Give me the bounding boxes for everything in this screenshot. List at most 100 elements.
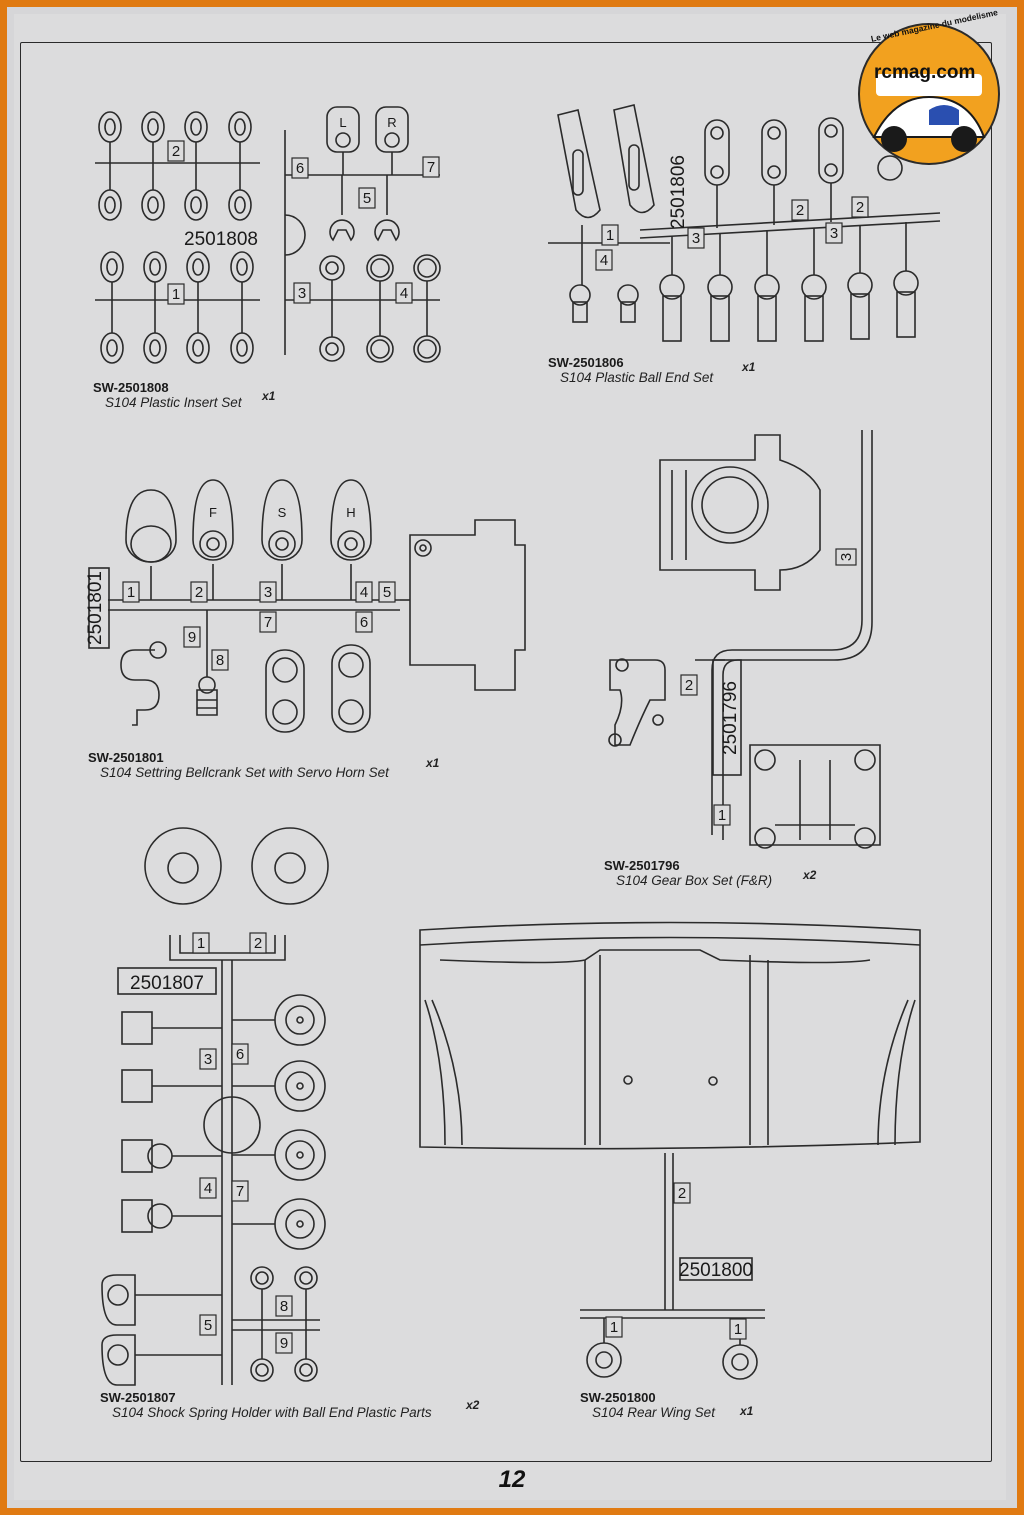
part-number-box — [167, 283, 185, 305]
part-code: SW-2501806 — [548, 355, 624, 370]
part-caption-2501806: SW-2501806 S104 Plastic Ball End Set — [548, 355, 713, 385]
part-caption-2501800: SW-2501800 S104 Rear Wing Set — [580, 1390, 715, 1420]
part-number-box — [378, 581, 396, 603]
part-name: S104 Plastic Insert Set — [105, 395, 242, 410]
part-number-box — [835, 548, 857, 566]
part-qty: x1 — [426, 756, 440, 770]
part-number-box — [422, 156, 440, 178]
part-number: 5 — [383, 584, 391, 601]
part-number: 3 — [204, 1051, 212, 1068]
part-number: 5 — [363, 190, 371, 207]
part-number-box — [791, 199, 809, 221]
insert-letter: R — [387, 115, 396, 130]
part-number-box — [211, 649, 229, 671]
part-number: 4 — [360, 584, 368, 601]
part-number: 1 — [610, 1319, 618, 1336]
part-number: 1 — [172, 286, 180, 303]
part-code: SW-2501807 — [100, 1390, 176, 1405]
part-name: S104 Rear Wing Set — [592, 1405, 715, 1420]
manual-page — [14, 14, 1006, 1500]
part-number-box — [122, 581, 140, 603]
part-number: 9 — [280, 1335, 288, 1352]
part-number-box — [680, 674, 698, 696]
part-qty: x2 — [466, 1398, 480, 1412]
servo-horn-letter: H — [346, 505, 355, 520]
part-caption-2501807: SW-2501807 S104 Shock Spring Holder with… — [100, 1390, 432, 1420]
part-number: 1 — [718, 807, 726, 824]
part-number: 8 — [216, 652, 224, 669]
part-number: 8 — [280, 1298, 288, 1315]
part-qty: x1 — [742, 360, 756, 374]
part-number: 3 — [298, 285, 306, 302]
sprue-2501801-drawing — [88, 479, 526, 733]
sprue-2501796-drawing — [608, 430, 881, 849]
part-number: 7 — [427, 159, 435, 176]
part-name: S104 Shock Spring Holder with Ball End P… — [112, 1405, 432, 1420]
part-number-box — [673, 1182, 691, 1204]
part-number-box — [190, 581, 208, 603]
part-number: 2 — [685, 677, 693, 694]
part-number: 2 — [856, 199, 864, 216]
part-number-box — [275, 1295, 293, 1317]
part-code: SW-2501800 — [580, 1390, 656, 1405]
part-number-box — [358, 187, 376, 209]
part-name: S104 Settring Bellcrank Set with Servo H… — [100, 765, 389, 780]
part-number: 6 — [236, 1046, 244, 1063]
part-code: SW-2501801 — [88, 750, 164, 765]
servo-horn-letter: F — [209, 505, 217, 520]
part-number: 3 — [692, 230, 700, 247]
part-number-box — [851, 196, 869, 218]
part-number-box — [687, 227, 705, 249]
part-number-box — [199, 1177, 217, 1199]
part-number-box — [293, 282, 311, 304]
part-number-box — [183, 626, 201, 648]
part-number: 2 — [678, 1185, 686, 1202]
rcmag-logo — [854, 22, 1004, 167]
part-number: 5 — [204, 1317, 212, 1334]
part-number-box — [595, 249, 613, 271]
part-number: 6 — [360, 614, 368, 631]
part-caption-2501796: SW-2501796 S104 Gear Box Set (F&R) — [604, 858, 772, 888]
sprue-id-label: 2501796 — [720, 681, 741, 755]
part-caption-2501808: SW-2501808 S104 Plastic Insert Set — [93, 380, 242, 410]
part-number-box — [167, 140, 185, 162]
page-number: 12 — [498, 1466, 526, 1493]
sprue-2501807-drawing — [101, 827, 329, 1386]
sprue-2501808-drawing — [95, 106, 441, 364]
part-code: SW-2501796 — [604, 858, 680, 873]
part-number-box — [291, 157, 309, 179]
part-number: 7 — [264, 614, 272, 631]
part-number: 6 — [296, 160, 304, 177]
part-number-box — [713, 804, 731, 826]
servo-horn-letter: S — [278, 505, 287, 520]
part-number-box — [231, 1043, 249, 1065]
logo-site-name: rcmag.com — [874, 62, 976, 83]
part-number: 1 — [606, 227, 614, 244]
part-number: 3 — [830, 225, 838, 242]
sprue-2501806-drawing — [548, 104, 941, 342]
part-number: 3 — [264, 584, 272, 601]
part-number: 7 — [236, 1183, 244, 1200]
part-qty: x1 — [262, 389, 276, 403]
sprue-id-label: 2501801 — [85, 571, 106, 645]
part-number-box — [199, 1314, 217, 1336]
sprue-id-label: 2501806 — [668, 155, 689, 229]
part-name: S104 Plastic Ball End Set — [560, 370, 714, 385]
part-number: 2 — [195, 584, 203, 601]
part-number-box — [605, 1316, 623, 1338]
insert-letter: L — [339, 115, 346, 130]
part-number: 2 — [172, 143, 180, 160]
part-number: 4 — [400, 285, 408, 302]
part-name: S104 Gear Box Set (F&R) — [616, 873, 773, 888]
part-number: 2 — [796, 202, 804, 219]
page-border — [20, 42, 992, 1462]
part-number: 9 — [188, 629, 196, 646]
sprue-id-label: 2501808 — [184, 229, 258, 250]
part-number-box — [355, 611, 373, 633]
part-qty: x2 — [803, 868, 817, 882]
part-number-box — [192, 932, 210, 954]
part-number-box — [259, 581, 277, 603]
part-number: 1 — [127, 584, 135, 601]
part-number-box — [249, 932, 267, 954]
part-number: 1 — [734, 1321, 742, 1338]
